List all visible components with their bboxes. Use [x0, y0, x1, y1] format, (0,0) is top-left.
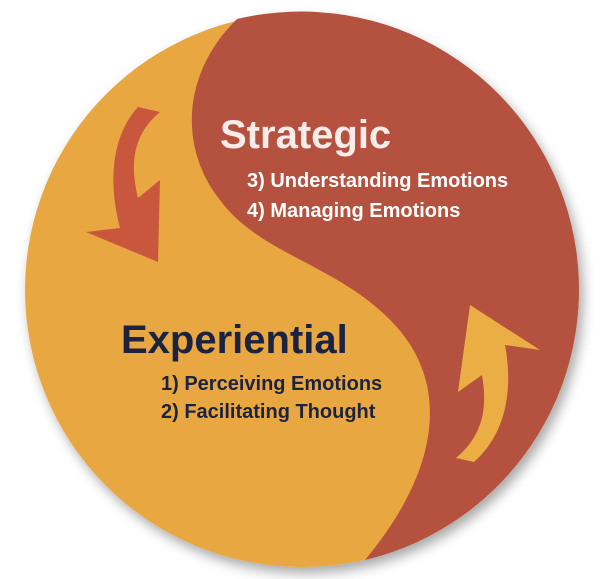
down-arrow-shape [86, 107, 160, 262]
strategic-title: Strategic [220, 113, 391, 157]
experiential-title: Experiential [121, 318, 348, 362]
strategic-item-1: 3) Understanding Emotions [247, 170, 508, 192]
experiential-item-1: 1) Perceiving Emotions [161, 373, 382, 395]
experiential-item-2: 2) Facilitating Thought [161, 401, 376, 423]
up-arrow-shape [456, 305, 540, 462]
strategic-item-2: 4) Managing Emotions [247, 200, 460, 222]
